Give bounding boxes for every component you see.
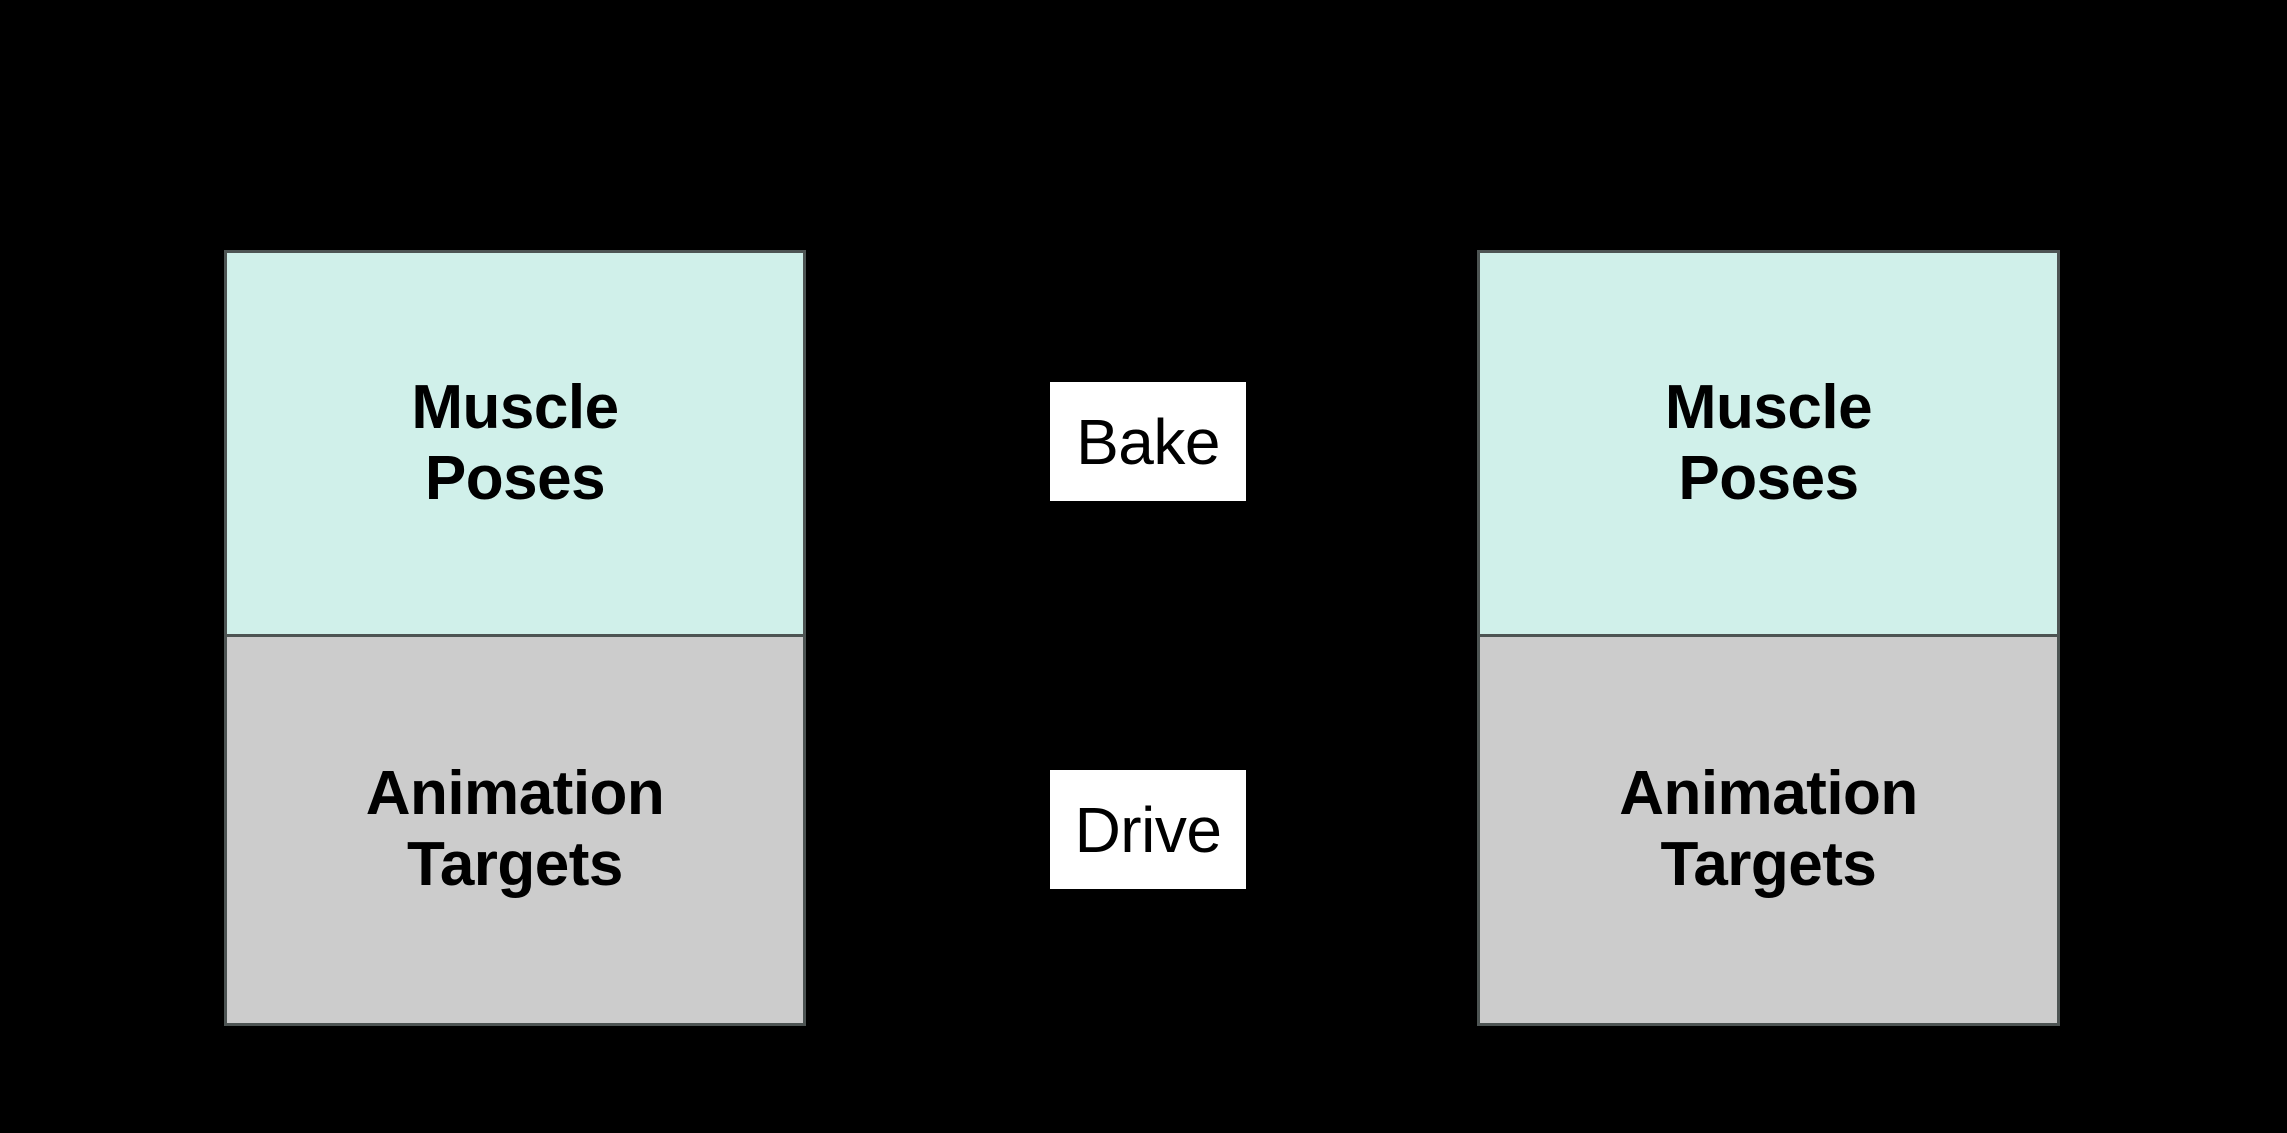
target-node[interactable]: Muscle Poses Animation Targets [1477,250,2060,1026]
node-cell-label: Muscle Poses [1664,372,1873,513]
node-cell-muscle-poses-target[interactable]: Muscle Poses [1477,250,2060,637]
node-cell-animation-targets-target[interactable]: Animation Targets [1477,634,2060,1026]
edge-label-drive[interactable]: Drive [1050,770,1246,889]
node-cell-label: Muscle Poses [411,372,619,513]
node-cell-muscle-poses-source[interactable]: Muscle Poses [224,250,806,637]
edge-arrowhead-bake [1453,431,1477,455]
node-cell-label: Animation Targets [365,759,665,899]
node-cell-animation-targets-source[interactable]: Animation Targets [224,634,806,1026]
edge-arrowhead-drive [1453,818,1477,842]
source-node[interactable]: Muscle Poses Animation Targets [224,250,806,1026]
edge-label-bake[interactable]: Bake [1050,382,1246,501]
node-cell-label: Animation Targets [1619,759,1918,899]
